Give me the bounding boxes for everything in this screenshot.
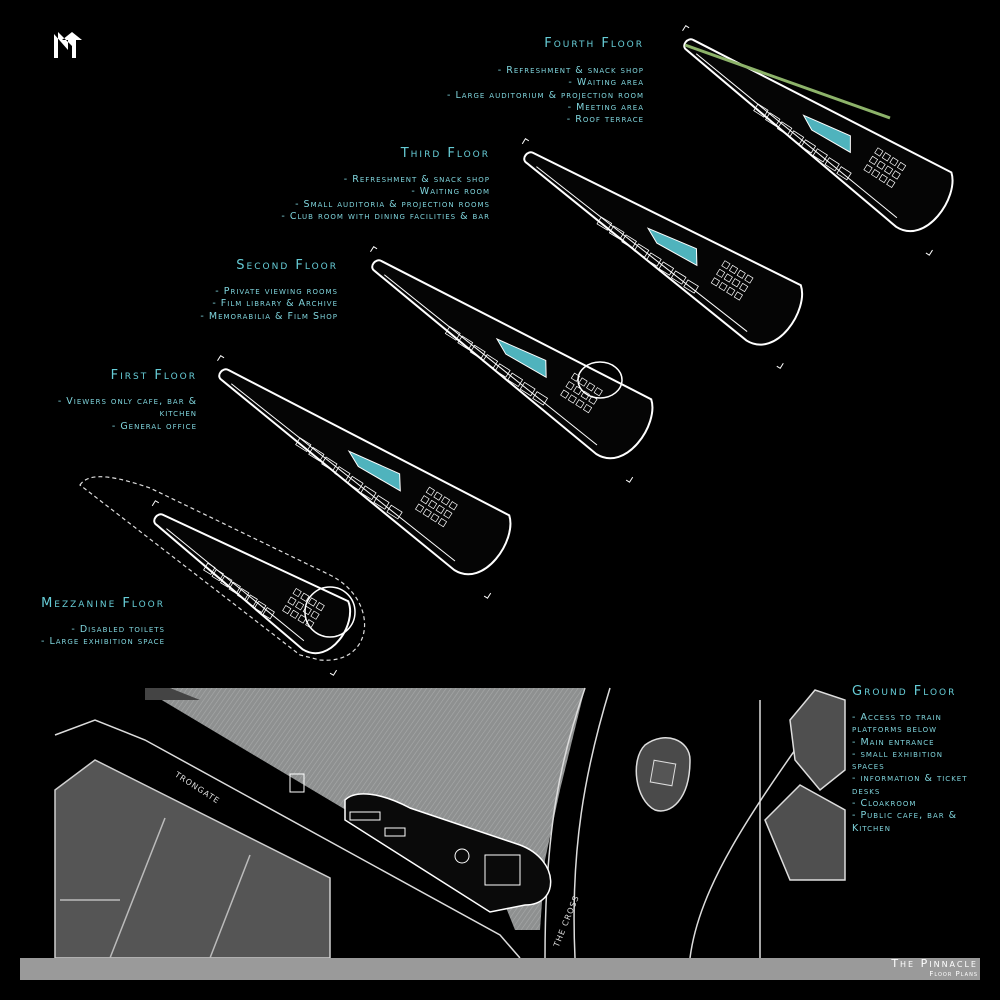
legend-item: - Waiting room (411, 186, 490, 198)
first-floor-legend: First Floor - Viewers only cafe, bar & k… (17, 368, 197, 433)
legend-item: - Waiting area (568, 77, 644, 89)
upper-floor-plans (151, 24, 954, 676)
fourth-floor-legend: Fourth Floor - Refreshment & snack shop … (384, 36, 644, 126)
ground-floor-site-plan (54, 687, 846, 959)
second-floor-legend: Second Floor - Private viewing rooms - F… (118, 258, 338, 323)
city-block-lower (54, 759, 331, 959)
legend-item: - Main entrance (852, 736, 935, 748)
legend-item: platforms below (852, 724, 938, 736)
sheet-subtitle: Floor Plans (929, 970, 978, 978)
first-floor-plan (217, 354, 512, 599)
north-arrow-icon (54, 32, 82, 58)
legend-item: - Private viewing rooms (215, 286, 338, 297)
legend-item: - Public cafe, bar & (852, 810, 958, 822)
legend-item: - Meeting area (567, 101, 644, 113)
third-floor-plan (521, 138, 804, 370)
floor-title: Third Floor (400, 146, 490, 161)
floor-title: Fourth Floor (544, 36, 644, 51)
round-viewing-room (577, 361, 623, 399)
legend-item: - General office (111, 420, 197, 432)
legend-item: - information & ticket (852, 773, 968, 785)
ground-floor-legend: Ground Floor - Access to train platforms… (852, 684, 992, 835)
floor-title: Mezzanine Floor (41, 596, 165, 611)
legend-item: - Club room with dining facilities & bar (281, 210, 490, 222)
legend-item: - Film library & Archive (212, 298, 338, 310)
roof-terrace-edge (684, 43, 891, 120)
legend-item: - Cloakroom (852, 798, 917, 810)
legend-item: - Memorabilia & Film Shop (200, 310, 338, 322)
mezzanine-floor-legend: Mezzanine Floor - Disabled toilets - Lar… (0, 596, 165, 649)
footer-title: The Pinnacle Floor Plans (891, 958, 978, 980)
legend-item: kitchen (159, 408, 197, 420)
footer-bar (20, 958, 980, 980)
ground-floor-plan (344, 793, 552, 913)
legend-item: - Refreshment & snack shop (497, 65, 644, 76)
legend-item: spaces (852, 761, 885, 773)
legend-item: - Large exhibition space (41, 636, 165, 648)
second-floor-plan (370, 245, 654, 483)
fourth-floor-plan (682, 24, 954, 256)
legend-item: - Refreshment & snack shop (343, 174, 490, 185)
floor-title: First Floor (110, 368, 197, 383)
mezzanine-ghost-outline (79, 476, 365, 661)
third-floor-legend: Third Floor - Refreshment & snack shop -… (230, 146, 490, 223)
legend-item: desks (852, 785, 881, 797)
legend-item: - Large auditorium & projection room (447, 89, 644, 101)
legend-item: - Viewers only cafe, bar & (57, 396, 197, 407)
legend-item: - small exhibition (852, 748, 944, 760)
floor-title: Ground Floor (852, 684, 957, 699)
legend-item: - Access to train (852, 712, 942, 723)
right-block (764, 784, 846, 881)
legend-item: Kitchen (852, 822, 891, 834)
floor-title: Second Floor (236, 258, 338, 273)
legend-item: - Roof terrace (566, 114, 644, 126)
exhibition-drum (304, 586, 356, 638)
legend-item: - Small auditoria & projection rooms (295, 198, 490, 210)
project-title: The Pinnacle (891, 957, 978, 970)
legend-item: - Disabled toilets (71, 624, 165, 635)
